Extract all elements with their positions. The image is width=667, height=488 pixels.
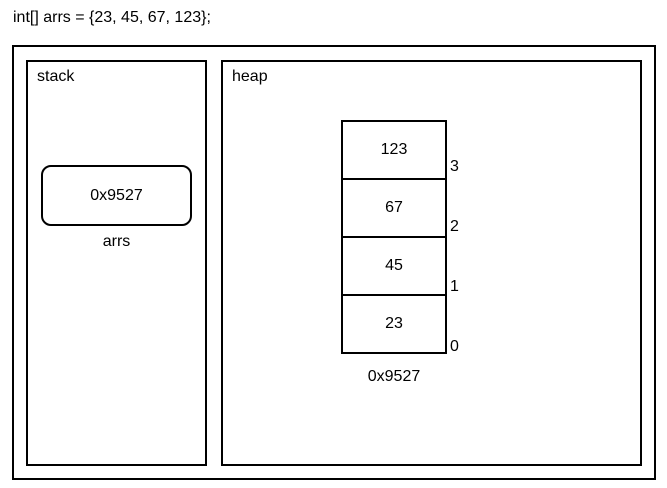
array-cell: 45 bbox=[341, 236, 447, 296]
array-cell: 123 bbox=[341, 120, 447, 180]
array-cells: 123 67 45 23 bbox=[341, 120, 447, 354]
stack-variable-value: 0x9527 bbox=[90, 186, 143, 204]
heap-address-label: 0x9527 bbox=[367, 368, 421, 385]
stack-panel: stack bbox=[26, 60, 207, 466]
array-cell-value: 45 bbox=[385, 257, 403, 274]
array-cell-value: 67 bbox=[385, 199, 403, 216]
code-line: int[] arrs = {23, 45, 67, 123}; bbox=[13, 9, 211, 26]
array-cell: 67 bbox=[341, 178, 447, 238]
memory-diagram-frame bbox=[12, 45, 656, 480]
array-index-label: 3 bbox=[450, 158, 459, 175]
array-cell-value: 123 bbox=[380, 141, 408, 158]
stack-variable-name: arrs bbox=[102, 233, 131, 250]
array-index-label: 1 bbox=[450, 278, 459, 295]
heap-panel: heap bbox=[221, 60, 642, 466]
stack-variable-box: 0x9527 bbox=[41, 165, 192, 226]
heap-title: heap bbox=[232, 68, 268, 85]
array-index-label: 2 bbox=[450, 218, 459, 235]
array-cell-value: 23 bbox=[385, 315, 403, 332]
array-index-label: 0 bbox=[450, 338, 459, 355]
array-cell: 23 bbox=[341, 294, 447, 354]
stack-title: stack bbox=[37, 68, 75, 85]
